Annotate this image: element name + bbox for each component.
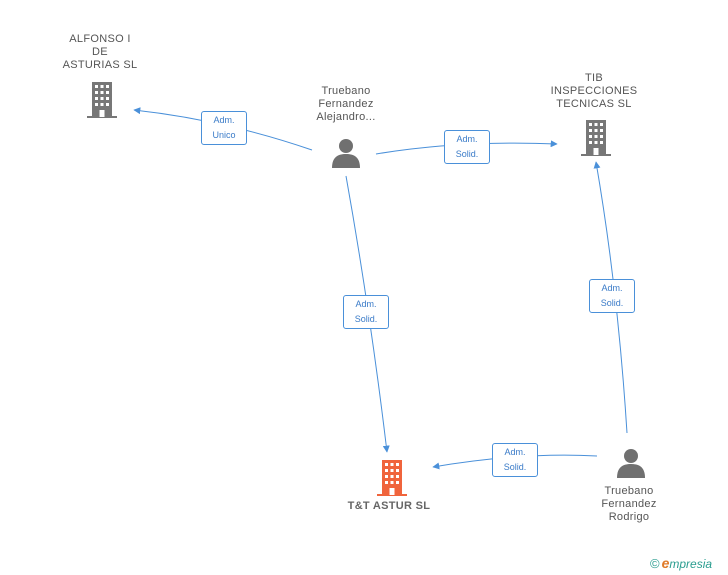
building-icon[interactable] bbox=[85, 82, 119, 118]
role-line: Solid. bbox=[455, 149, 479, 159]
person-label-rodrigo: Truebano Fernandez Rodrigo bbox=[577, 485, 681, 524]
person-icon[interactable] bbox=[331, 138, 361, 168]
edge-label-alejandro-ttastur[interactable]: Adm. Solid. bbox=[343, 295, 389, 329]
person-name-line: Fernandez bbox=[601, 498, 657, 510]
role-line: Solid. bbox=[354, 314, 378, 324]
company-name-line: INSPECCIONES bbox=[550, 85, 638, 97]
company-label-alfonso: ALFONSO I DE ASTURIAS SL bbox=[48, 33, 152, 72]
person-name-line: Truebano bbox=[321, 85, 371, 97]
copyright-icon: © bbox=[650, 556, 660, 571]
empresia-logo: ©empresia bbox=[650, 555, 712, 571]
company-name-line: T&T ASTUR SL bbox=[347, 500, 431, 512]
role-line: Adm. bbox=[213, 115, 235, 125]
building-icon-highlighted[interactable] bbox=[375, 460, 409, 496]
edge-label-alejandro-tib[interactable]: Adm. Solid. bbox=[444, 130, 490, 164]
edge-label-alejandro-alfonso[interactable]: Adm. Unico bbox=[201, 111, 247, 145]
company-name-line: ALFONSO I bbox=[69, 33, 131, 45]
company-label-tib: TIB INSPECCIONES TECNICAS SL bbox=[540, 72, 648, 111]
company-name-line: TECNICAS SL bbox=[556, 98, 632, 110]
role-line: Adm. bbox=[504, 447, 526, 457]
edge-label-rodrigo-ttastur[interactable]: Adm. Solid. bbox=[492, 443, 538, 477]
person-name-line: Alejandro... bbox=[316, 111, 376, 123]
role-line: Adm. bbox=[456, 134, 478, 144]
role-line: Solid. bbox=[503, 462, 527, 472]
person-name-line: Truebano bbox=[604, 485, 654, 497]
role-line: Unico bbox=[212, 130, 236, 140]
role-line: Solid. bbox=[600, 298, 624, 308]
role-line: Adm. bbox=[601, 283, 623, 293]
person-name-line: Rodrigo bbox=[608, 511, 650, 523]
company-name-line: TIB bbox=[584, 72, 603, 84]
company-name-line: ASTURIAS SL bbox=[62, 59, 138, 71]
role-line: Adm. bbox=[355, 299, 377, 309]
edge-label-rodrigo-tib[interactable]: Adm. Solid. bbox=[589, 279, 635, 313]
person-label-alejandro: Truebano Fernandez Alejandro... bbox=[294, 85, 398, 124]
building-icon[interactable] bbox=[579, 120, 613, 156]
person-icon[interactable] bbox=[616, 448, 646, 478]
brand-initial: e bbox=[661, 555, 670, 571]
company-name-line: DE bbox=[92, 46, 108, 58]
person-name-line: Fernandez bbox=[318, 98, 374, 110]
company-label-ttastur: T&T ASTUR SL bbox=[328, 500, 450, 513]
brand-name: mpresia bbox=[669, 557, 713, 571]
